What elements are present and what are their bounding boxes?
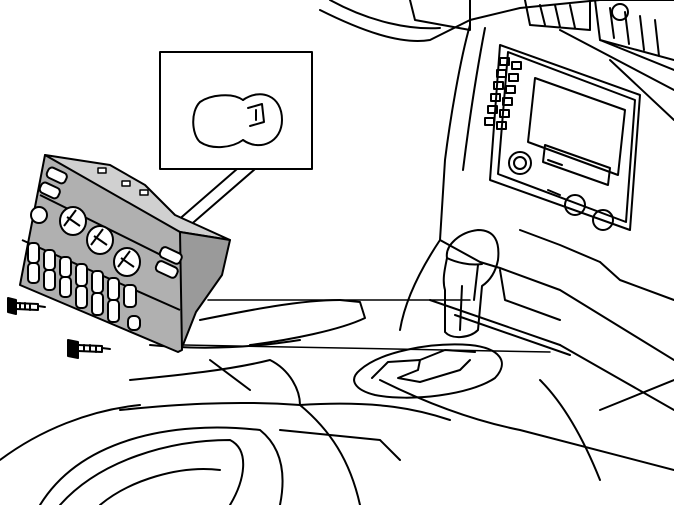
gear-gate [353,343,503,399]
panel-top-buttons [38,166,183,279]
panel-clips [97,167,149,196]
panel-bottom-buttons [27,242,141,331]
removal-guide-lines [183,299,551,353]
armrest [0,299,451,505]
radio-buttons [484,57,522,130]
gear-shifter[interactable] [442,229,500,338]
panel-knobs [30,206,141,277]
callout-box [159,51,313,229]
screw-lower-icon [67,339,111,359]
center-console [379,229,674,481]
air-vent-left [409,0,591,31]
panel-side-face [177,231,231,353]
screw-left-icon [7,297,46,315]
climate-control-panel[interactable] [19,154,231,353]
bulb-icon [192,93,283,148]
dashboard-outline [319,0,674,241]
radio-unit [489,44,641,231]
air-vent-right [594,0,674,71]
